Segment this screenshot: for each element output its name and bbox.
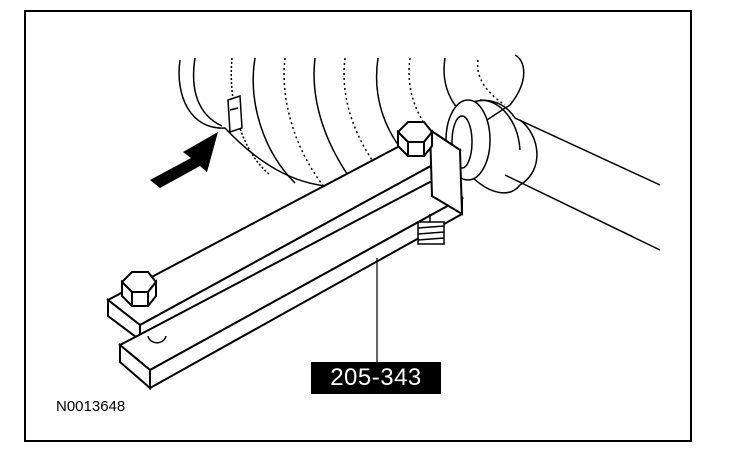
tool-number-label: 205-343 (311, 362, 441, 394)
indicator-arrow (150, 132, 218, 188)
figure-id: N0013648 (56, 398, 126, 415)
puller-tool (106, 121, 465, 391)
bolt-lower (147, 335, 167, 344)
bolt-top-right (396, 121, 434, 157)
bolt-left (120, 271, 158, 307)
threaded-stud (417, 214, 445, 245)
shaft (445, 99, 661, 251)
